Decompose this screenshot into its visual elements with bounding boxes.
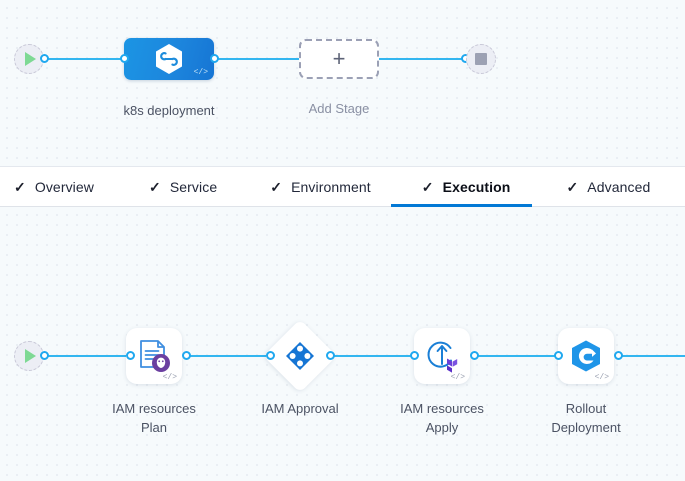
play-icon: [25, 52, 36, 66]
step-label-iam-approval: IAM Approval: [261, 401, 339, 416]
tab-overview[interactable]: ✓ Overview: [0, 166, 114, 207]
stage-node-k8s-deployment[interactable]: </>: [124, 38, 214, 80]
add-stage-button[interactable]: +: [299, 39, 379, 79]
step-approval-output-port[interactable]: [326, 351, 335, 360]
plus-icon: +: [332, 46, 346, 71]
end-node[interactable]: [466, 44, 496, 74]
tab-label: Advanced: [587, 178, 651, 195]
code-tag-icon: </>: [450, 373, 465, 382]
check-icon: ✓: [421, 178, 434, 195]
step-plan-input-port[interactable]: [126, 351, 135, 360]
edge-rollout-to-next: [618, 355, 685, 357]
step-rollout-output-port[interactable]: [614, 351, 623, 360]
tab-label: Overview: [34, 178, 94, 195]
edge-plan-to-approval: [188, 355, 270, 357]
tab-label: Execution: [442, 178, 511, 195]
start-node-port[interactable]: [40, 54, 49, 63]
check-icon: ✓: [149, 178, 161, 195]
add-stage-label: Add Stage: [308, 101, 370, 116]
execution-canvas[interactable]: </> IAM resources Plan IAM Approval: [0, 207, 685, 481]
step-node-rollout-deployment[interactable]: </>: [558, 328, 614, 384]
edge-exec-start-to-plan: [44, 355, 130, 357]
tab-label: Service: [169, 178, 218, 195]
edge-apply-to-rollout: [474, 355, 556, 357]
tab-execution[interactable]: ✓ Execution: [390, 166, 533, 207]
check-icon: ✓: [270, 178, 283, 195]
play-icon: [25, 349, 36, 363]
step-apply-output-port[interactable]: [470, 351, 479, 360]
stage-node-output-port[interactable]: [210, 54, 219, 63]
start-node[interactable]: [14, 44, 44, 74]
stage-tab-bar: ✓ Overview ✓ Service ✓ Environment ✓ Exe…: [0, 166, 685, 207]
code-tag-icon: </>: [594, 373, 609, 382]
tab-service[interactable]: ✓ Service: [114, 166, 237, 207]
stage-node-label: k8s deployment: [123, 103, 215, 118]
code-tag-icon: </>: [193, 68, 208, 77]
edge-stage-to-addstage: [214, 58, 300, 60]
step-plan-output-port[interactable]: [182, 351, 191, 360]
terraform-plan-icon: [140, 340, 170, 372]
terraform-apply-icon: [427, 341, 458, 373]
tab-advanced[interactable]: ✓ Advanced: [532, 166, 670, 207]
step-label-iam-resources-apply: IAM resources Apply: [400, 401, 484, 435]
rollout-hexagon-icon: [572, 340, 600, 372]
step-label-rollout-deployment: Rollout Deployment: [551, 401, 621, 435]
step-node-iam-resources-plan[interactable]: </>: [126, 328, 182, 384]
stage-canvas[interactable]: </> k8s deployment + Add Stage: [0, 0, 685, 166]
step-rollout-input-port[interactable]: [554, 351, 563, 360]
edge-start-to-stage: [42, 58, 126, 60]
step-apply-input-port[interactable]: [410, 351, 419, 360]
execution-start-port[interactable]: [40, 351, 49, 360]
check-icon: ✓: [566, 178, 579, 195]
stage-node-input-port[interactable]: [120, 54, 129, 63]
tab-label: Environment: [291, 178, 371, 195]
step-label-iam-resources-plan: IAM resources Plan: [112, 401, 196, 435]
tab-underline: [390, 204, 533, 207]
edge-approval-to-apply: [330, 355, 414, 357]
tab-environment[interactable]: ✓ Environment: [237, 166, 391, 207]
check-icon: ✓: [14, 178, 26, 195]
step-approval-input-port[interactable]: [266, 351, 275, 360]
edge-addstage-to-end: [378, 58, 464, 60]
step-node-iam-resources-apply[interactable]: </>: [414, 328, 470, 384]
stop-icon: [475, 53, 487, 65]
harness-hexagon-icon: [156, 44, 182, 74]
code-tag-icon: </>: [162, 373, 177, 382]
